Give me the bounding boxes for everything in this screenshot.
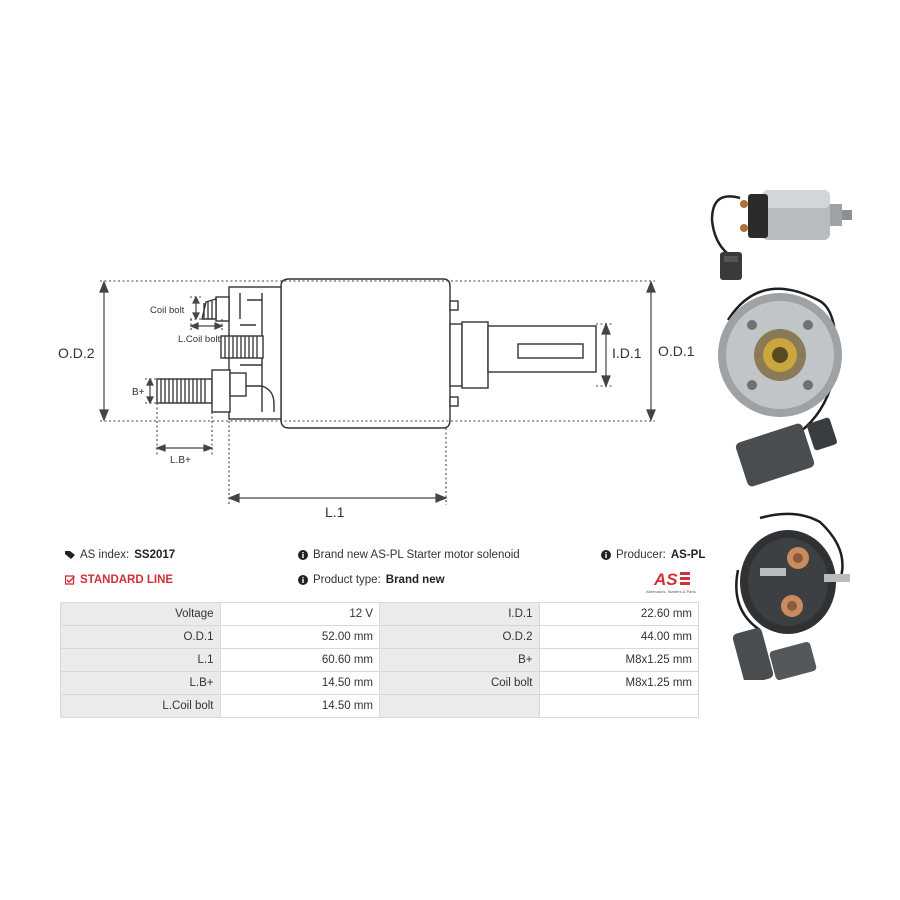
info-icon xyxy=(298,575,308,585)
spec-key: I.D.1 xyxy=(379,602,540,626)
info-icon xyxy=(298,550,308,560)
product-type-value: Brand new xyxy=(385,574,445,586)
spec-value: M8x1.25 mm xyxy=(538,671,699,695)
table-row: L.B+ 14.50 mm Coil bolt M8x1.25 mm xyxy=(60,671,699,695)
spec-value: 14.50 mm xyxy=(219,671,380,695)
l1-label: L.1 xyxy=(325,504,345,520)
spec-key: L.1 xyxy=(60,648,221,672)
as-index-label: AS index: xyxy=(80,549,130,561)
coil-bolt-label: Coil bolt xyxy=(150,305,185,316)
product-type: Product type: Brand new xyxy=(298,574,445,586)
solenoid-dimension-drawing: O.D.2 O.D.1 I.D.1 L.1 L.B+ Coil bolt L.C… xyxy=(58,278,695,520)
od2-label: O.D.2 xyxy=(58,345,95,361)
producer-label: Producer: xyxy=(616,549,666,561)
spec-key xyxy=(379,694,540,718)
specifications-table: Voltage 12 V I.D.1 22.60 mm O.D.1 52.00 … xyxy=(60,602,699,718)
product-photos xyxy=(710,190,852,680)
b-plus-label: B+ xyxy=(132,387,145,398)
spec-value: 60.60 mm xyxy=(219,648,380,672)
spec-value: 22.60 mm xyxy=(538,602,699,626)
standard-line: STANDARD LINE xyxy=(65,574,173,586)
l-coil-bolt-label: L.Coil bolt xyxy=(178,334,221,345)
spec-value: 44.00 mm xyxy=(538,625,699,649)
solenoid-side-photo xyxy=(710,190,852,280)
solenoid-back-photo xyxy=(732,512,850,680)
table-row: L.1 60.60 mm B+ M8x1.25 mm xyxy=(60,648,699,672)
solenoid-front-photo xyxy=(718,287,842,487)
info-icon xyxy=(601,550,611,560)
od1-label: O.D.1 xyxy=(658,343,695,359)
table-row: Voltage 12 V I.D.1 22.60 mm xyxy=(60,602,699,626)
table-row: O.D.1 52.00 mm O.D.2 44.00 mm xyxy=(60,625,699,649)
as-pl-logo: AS Alternators, Starters & Parts xyxy=(646,570,696,594)
description: Brand new AS-PL Starter motor solenoid xyxy=(298,549,520,561)
id1-label: I.D.1 xyxy=(612,345,642,361)
lb-label: L.B+ xyxy=(170,455,191,466)
tag-icon xyxy=(65,551,75,559)
table-row: L.Coil bolt 14.50 mm xyxy=(60,694,699,718)
spec-value xyxy=(538,694,699,718)
logo-subtext: Alternators, Starters & Parts xyxy=(646,589,696,594)
as-index-value: SS2017 xyxy=(134,549,176,561)
spec-value: 52.00 mm xyxy=(219,625,380,649)
standard-line-label: STANDARD LINE xyxy=(80,574,174,586)
spec-key: L.Coil bolt xyxy=(60,694,221,718)
spec-key: L.B+ xyxy=(60,671,221,695)
spec-key: Coil bolt xyxy=(379,671,540,695)
spec-value: 12 V xyxy=(219,602,380,626)
spec-value: 14.50 mm xyxy=(219,694,380,718)
spec-key: O.D.1 xyxy=(60,625,221,649)
spec-value: M8x1.25 mm xyxy=(538,648,699,672)
producer: Producer: AS-PL xyxy=(601,549,705,561)
spec-key: B+ xyxy=(379,648,540,672)
description-text: Brand new AS-PL Starter motor solenoid xyxy=(313,549,520,561)
as-index: AS index: SS2017 xyxy=(65,549,175,561)
spec-key: Voltage xyxy=(60,602,221,626)
product-type-label: Product type: xyxy=(313,574,381,586)
producer-value: AS-PL xyxy=(670,549,706,561)
spec-key: O.D.2 xyxy=(379,625,540,649)
checkbox-icon xyxy=(65,575,75,585)
logo-text: AS xyxy=(653,570,678,589)
